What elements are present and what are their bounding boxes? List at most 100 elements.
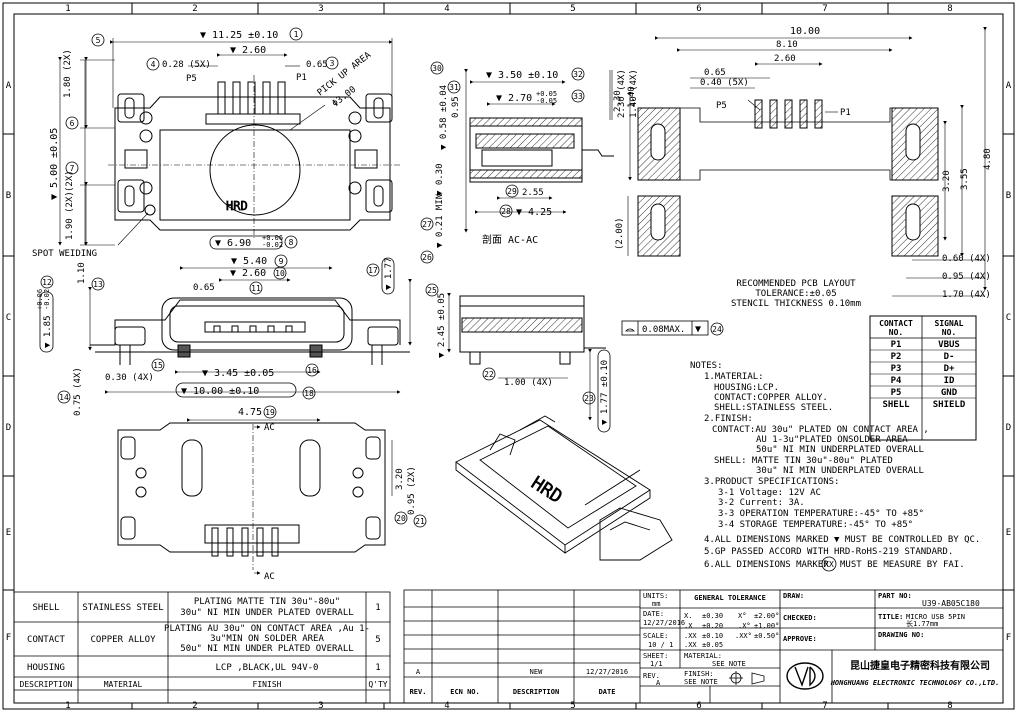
svg-text:50u" NI MIN UNDERPLATED OVERAL: 50u" NI MIN UNDERPLATED OVERALL	[756, 445, 924, 455]
svg-text:5: 5	[375, 635, 380, 645]
svg-text:31: 31	[449, 83, 459, 92]
svg-text:STAINLESS STEEL: STAINLESS STEEL	[82, 603, 163, 613]
top-view-drawing	[58, 38, 400, 246]
svg-text:3-1 Voltage: 12V AC: 3-1 Voltage: 12V AC	[718, 488, 821, 498]
svg-text:▼ 1.85: ▼ 1.85	[43, 315, 53, 348]
svg-text:1.00 (4X): 1.00 (4X)	[504, 378, 553, 388]
svg-text:昆山捷皇电子精密科技有限公司: 昆山捷皇电子精密科技有限公司	[850, 659, 990, 672]
svg-text:21: 21	[415, 517, 425, 526]
svg-text:E: E	[1006, 528, 1011, 538]
svg-text:20: 20	[396, 514, 406, 523]
svg-text:SIGNAL: SIGNAL	[935, 319, 964, 328]
svg-text:▼ 2.45 ±0.05: ▼ 2.45 ±0.05	[437, 293, 447, 358]
svg-text:11: 11	[251, 284, 261, 293]
svg-text:REV.: REV.	[643, 672, 660, 680]
svg-text:12/27/2016: 12/27/2016	[643, 619, 685, 627]
bill-of-materials: SHELL STAINLESS STEEL PLATING MATTE TIN …	[13, 591, 391, 704]
front-view-drawing	[88, 266, 412, 394]
svg-text:DESCRIPTION: DESCRIPTION	[20, 680, 73, 689]
svg-text:PLATING MATTE TIN 30u"-80u": PLATING MATTE TIN 30u"-80u"	[194, 597, 340, 607]
svg-text:5: 5	[570, 701, 575, 711]
svg-text:4: 4	[444, 701, 449, 711]
svg-text:0.60 (4X): 0.60 (4X)	[942, 254, 991, 264]
svg-text:.X°: .X°	[738, 622, 751, 630]
svg-text:APPROVE:: APPROVE:	[783, 635, 817, 643]
svg-text:HRD: HRD	[527, 473, 566, 508]
svg-text:FINISH: FINISH	[253, 680, 282, 689]
svg-text:5.GP PASSED ACCORD WITH HRD-Ro: 5.GP PASSED ACCORD WITH HRD-RoHS-219 STA…	[704, 547, 953, 557]
svg-text:▼ 2.60: ▼ 2.60	[230, 45, 266, 56]
svg-text:1.MATERIAL:: 1.MATERIAL:	[704, 372, 764, 382]
svg-text:P4: P4	[891, 376, 902, 386]
svg-text:3.55: 3.55	[960, 168, 970, 190]
svg-text:TITLE:: TITLE:	[878, 613, 903, 621]
svg-text:F: F	[1006, 633, 1011, 643]
svg-text:0.65: 0.65	[306, 60, 328, 70]
svg-text:14: 14	[59, 393, 69, 402]
svg-text:1: 1	[65, 701, 70, 711]
svg-text:F: F	[6, 633, 11, 643]
svg-text:▼ 5.40: ▼ 5.40	[231, 256, 267, 267]
svg-text:7: 7	[822, 701, 827, 711]
svg-text:D: D	[6, 423, 11, 433]
projection-symbol-icon	[729, 671, 765, 685]
svg-text:A: A	[6, 81, 12, 91]
svg-text:1.40 (4X): 1.40 (4X)	[629, 69, 639, 118]
svg-text:19: 19	[265, 408, 275, 417]
svg-text:▼ 0.58 ±0.04: ▼ 0.58 ±0.04	[439, 85, 449, 150]
svg-text:10.00: 10.00	[790, 26, 820, 37]
svg-text:MUST BE MEASURE BY FAI.: MUST BE MEASURE BY FAI.	[840, 560, 965, 570]
svg-text:+0.06: +0.06	[36, 289, 44, 310]
svg-text:8: 8	[289, 238, 294, 247]
svg-text:5: 5	[96, 36, 101, 45]
svg-text:GND: GND	[941, 388, 958, 398]
company-logo-icon	[786, 662, 824, 690]
svg-text:SHELL: SHELL	[882, 400, 910, 410]
svg-text:±1.00°: ±1.00°	[754, 622, 779, 630]
svg-text:X.: X.	[684, 612, 692, 620]
section-view-drawing	[464, 69, 614, 233]
svg-text:22: 22	[484, 370, 494, 379]
svg-text:4.80: 4.80	[983, 148, 993, 170]
svg-text:2.55: 2.55	[522, 188, 544, 198]
svg-text:NO.: NO.	[942, 328, 956, 337]
svg-text:25: 25	[427, 286, 437, 295]
svg-text:P5: P5	[891, 388, 902, 398]
svg-text:▼ 2.70: ▼ 2.70	[496, 93, 532, 104]
isometric-view: HRD	[455, 415, 673, 561]
svg-text:▼ 10.00 ±0.10: ▼ 10.00 ±0.10	[181, 386, 259, 397]
svg-text:±0.05: ±0.05	[702, 641, 723, 649]
svg-text:29: 29	[507, 187, 517, 196]
svg-text:2.30: 2.30	[613, 90, 623, 112]
svg-text:±0.30: ±0.30	[702, 612, 723, 620]
svg-text:1/1: 1/1	[650, 660, 663, 668]
svg-text:±2.00°: ±2.00°	[754, 612, 779, 620]
svg-text:mm: mm	[652, 600, 660, 608]
svg-text:4.75: 4.75	[238, 407, 262, 418]
dim-overall: ▼ 11.25 ±0.10	[200, 30, 278, 41]
svg-text:DRAWING NO:: DRAWING NO:	[878, 631, 924, 639]
svg-text:.XX: .XX	[684, 632, 697, 640]
svg-text:2.FINISH:: 2.FINISH:	[704, 414, 753, 424]
svg-text:16: 16	[307, 366, 317, 375]
svg-text:SHIELD: SHIELD	[933, 400, 966, 410]
svg-text:PLATING AU 30u" ON CONTACT AR: PLATING AU 30u" ON CONTACT AREA ,Au 1-	[164, 624, 370, 634]
svg-text:2: 2	[192, 701, 197, 711]
svg-text:D: D	[1006, 423, 1011, 433]
svg-text:ID: ID	[944, 376, 955, 386]
svg-text:30: 30	[432, 64, 442, 73]
svg-text:REV.: REV.	[410, 688, 427, 696]
svg-text:D+: D+	[944, 364, 955, 374]
svg-text:SHELL: MATTE TIN 30u"-80u" PL: SHELL: MATTE TIN 30u"-80u" PLATED	[714, 456, 893, 466]
svg-text:(2X): (2X)	[65, 170, 75, 192]
svg-text:0.65: 0.65	[193, 283, 215, 293]
side-view-drawing	[447, 293, 606, 421]
svg-text:DATE: DATE	[599, 688, 616, 696]
svg-text:SEE NOTE: SEE NOTE	[712, 660, 746, 668]
svg-text:+0.05: +0.05	[536, 90, 557, 98]
svg-text:▼: ▼	[695, 324, 701, 335]
svg-text:SHEET:: SHEET:	[643, 652, 668, 660]
svg-text:28: 28	[501, 207, 511, 216]
svg-text:E: E	[6, 528, 11, 538]
svg-text:STENCIL THICKNESS 0.10mm: STENCIL THICKNESS 0.10mm	[731, 299, 861, 309]
